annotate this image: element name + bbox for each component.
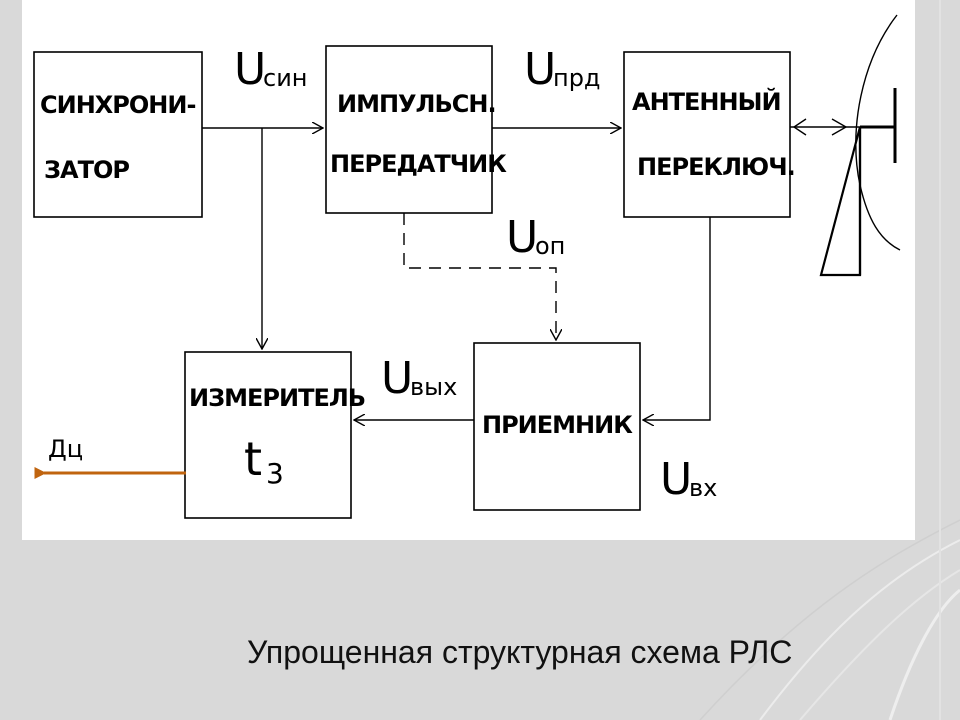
antenna-switch-label-line1: АНТЕННЫЙ — [632, 87, 781, 116]
output-label: Дц — [48, 435, 83, 463]
slide-caption: Упрощенная структурная схема РЛС — [247, 634, 793, 670]
u-op-main: U — [506, 212, 538, 263]
u-vykh-subscript: вых — [410, 373, 457, 401]
transmitter-label-line2: ПЕРЕДАТЧИК — [330, 150, 507, 178]
u-sin-subscript: син — [263, 64, 307, 92]
u-sin-main: U — [234, 44, 266, 95]
signal-label-u-op: U оп — [506, 212, 565, 263]
u-vkh-subscript: вх — [689, 474, 717, 502]
signal-label-u-prd: U прд — [524, 44, 601, 95]
receiver-block: ПРИЕМНИК — [473, 342, 641, 511]
transmitter-block: ИМПУЛЬСН. ПЕРЕДАТЧИК — [325, 45, 508, 214]
meter-label: ИЗМЕРИТЕЛЬ — [189, 384, 365, 412]
synchronizer-block: СИНХРОНИ- ЗАТОР — [33, 51, 203, 218]
signal-label-u-sin: U син — [234, 44, 307, 95]
synchronizer-label-line1: СИНХРОНИ- — [40, 91, 195, 119]
antenna-switch-block: АНТЕННЫЙ ПЕРЕКЛЮЧ. — [623, 51, 796, 218]
parabolic-antenna-icon — [819, 14, 901, 277]
synchronizer-label-line2: ЗАТОР — [44, 156, 129, 184]
u-prd-main: U — [524, 44, 556, 95]
switch-to-receiver-line — [643, 217, 711, 420]
meter-delay-symbol: t — [244, 432, 262, 486]
transmitter-label-line1: ИМПУЛЬСН. — [337, 90, 496, 118]
u-prd-subscript: прд — [553, 64, 601, 92]
u-op-subscript: оп — [535, 232, 565, 260]
receiver-label: ПРИЕМНИК — [482, 411, 633, 439]
antenna-link — [790, 118, 860, 136]
signal-label-u-vykh: U вых — [381, 353, 457, 404]
u-vykh-main: U — [381, 353, 413, 404]
antenna-switch-label-line2: ПЕРЕКЛЮЧ. — [637, 153, 795, 181]
u-vkh-main: U — [660, 454, 692, 505]
meter-block: ИЗМЕРИТЕЛЬ t 3 — [184, 351, 366, 519]
signal-label-u-vkh: U вх — [660, 454, 717, 505]
meter-delay-subscript: 3 — [266, 457, 284, 490]
reference-signal-dashed-line — [403, 213, 556, 340]
